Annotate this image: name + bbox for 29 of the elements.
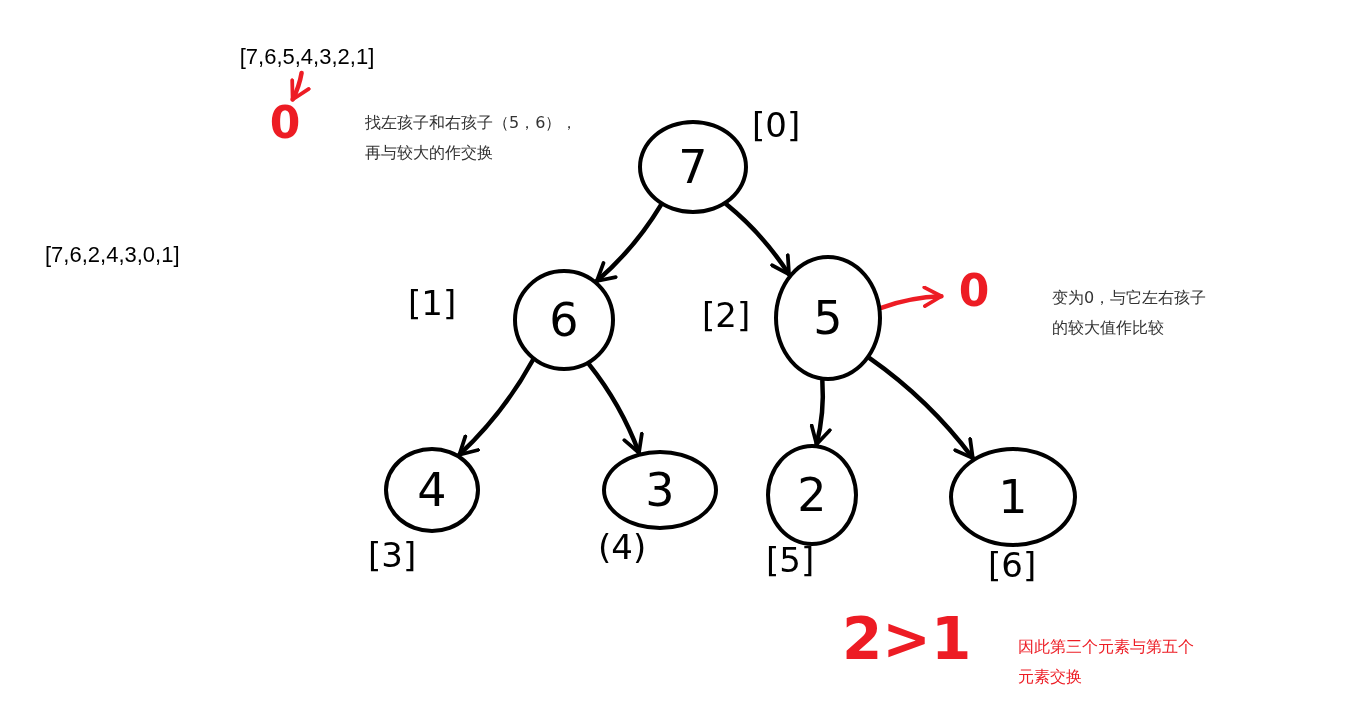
arrow [879,285,944,311]
note-text: 变为0，与它左右孩子的较大值作比较 [1052,287,1208,339]
index-label: [3] [368,535,417,575]
note-text: 因此第三个元素与第五个元素交换 [1018,636,1195,688]
arrow [457,358,535,457]
tree-node-circle: 2 [766,444,858,546]
tree-node-circle: 6 [513,269,615,371]
index-label: [0] [752,105,801,145]
handwritten-zero: 0 [940,268,1008,312]
arrow [867,355,976,461]
index-label: (4) [598,527,647,567]
index-label: [1] [408,283,457,323]
arrow [586,362,644,455]
handwritten-zero: 0 [263,98,307,146]
handwritten-comparison: 2>1 [842,608,972,672]
index-label: [2] [702,295,751,335]
arrow [809,378,832,447]
note-text: 找左孩子和右孩子（5，6），再与较大的作交换 [365,112,579,164]
tree-node-circle: 4 [384,447,480,533]
index-label: [6] [988,545,1037,585]
arrow [594,202,664,284]
tree-node-circle: 7 [638,120,748,214]
arrow [724,202,792,277]
tree-node-circle: 1 [949,447,1077,547]
tree-node-circle: 5 [774,255,882,381]
tree-node-circle: 3 [602,450,718,530]
arrow [290,70,311,102]
array-text: [7,6,5,4,3,2,1] [230,41,384,73]
array-text: [7,6,2,4,3,0,1] [45,241,180,269]
